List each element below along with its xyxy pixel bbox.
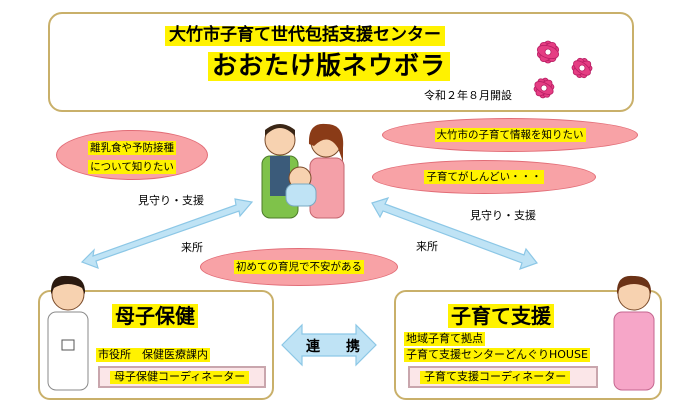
right-visit-label: 来所	[416, 240, 438, 253]
renkei-label: 連 携	[306, 339, 366, 355]
bubble-weaning-vaccination: 離乳食や予防接種 について知りたい	[56, 130, 208, 180]
left-double-arrow	[80, 198, 254, 269]
maternal-coordinator-label: 母子保健コーディネーター	[110, 370, 250, 384]
bubble-left-line1: 離乳食や予防接種	[88, 140, 176, 155]
bubble-city-info: 大竹市の子育て情報を知りたい	[382, 118, 638, 152]
opening-date: 令和２年８月開設	[424, 87, 512, 103]
childcare-support-title: 子育て支援	[448, 304, 554, 328]
family-illustration	[261, 123, 345, 219]
bubble-right-mid-text: 子育てがしんどい・・・	[424, 169, 544, 185]
childcare-support-line2: 子育て支援センターどんぐりHOUSE	[404, 348, 590, 363]
bubble-right-top-text: 大竹市の子育て情報を知りたい	[434, 127, 586, 143]
right-double-arrow	[371, 197, 538, 270]
left-visit-label: 来所	[181, 241, 203, 254]
bubble-first-childcare: 初めての育児で不安がある	[200, 248, 398, 286]
left-support-label: 見守り・支援	[138, 194, 204, 207]
bubble-left-line2: について知りたい	[88, 160, 176, 175]
childcare-coordinator-label: 子育て支援コーディネーター	[420, 370, 571, 384]
bubble-center-text: 初めての育児で不安がある	[234, 259, 364, 275]
maternal-health-dept: 市役所 保健医療課内	[96, 348, 210, 363]
maternal-health-title: 母子保健	[112, 304, 198, 328]
caregiver-illustration	[613, 275, 655, 391]
childcare-support-line1: 地域子育て拠点	[404, 332, 485, 347]
right-support-label: 見守り・支援	[470, 209, 536, 222]
center-name: 大竹市子育て世代包括支援センター	[165, 25, 445, 46]
renkei-arrow	[281, 323, 377, 367]
childcare-coordinator-box: 子育て支援コーディネーター	[408, 366, 598, 388]
flower-icon	[533, 40, 593, 99]
page-title: おおたけ版ネウボラ	[208, 51, 451, 81]
nurse-illustration	[47, 275, 89, 391]
maternal-coordinator-box: 母子保健コーディネーター	[98, 366, 266, 388]
bubble-childcare-hard: 子育てがしんどい・・・	[372, 160, 596, 194]
